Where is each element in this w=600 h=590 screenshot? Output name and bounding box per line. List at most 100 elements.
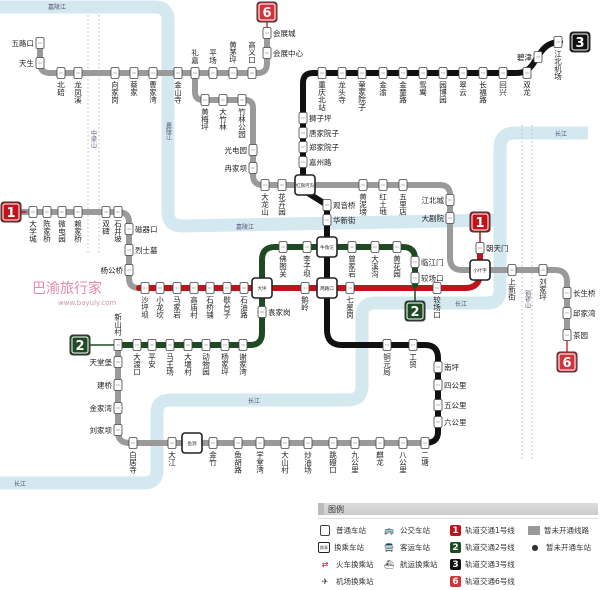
station[interactable]: 李子坝 <box>302 241 312 279</box>
station[interactable]: 大龙山 <box>260 179 270 217</box>
station[interactable]: 黄花园 <box>392 241 402 279</box>
station[interactable]: 嘉州路 <box>298 156 332 168</box>
station[interactable]: 铜元局 <box>382 339 392 377</box>
station[interactable]: 歇台子 <box>222 282 232 319</box>
line-1-badge[interactable]: 1 <box>0 201 22 223</box>
line-2-badge[interactable]: 2 <box>69 334 91 356</box>
station[interactable]: 唐家院子 <box>298 127 339 139</box>
station[interactable]: 沙坪坝 <box>140 282 150 320</box>
station[interactable]: 黄泥塝 <box>358 179 368 217</box>
station[interactable]: 微电园 <box>57 206 67 244</box>
station[interactable]: 刘家坝 <box>90 424 123 436</box>
station[interactable]: 江北机场 <box>553 36 563 82</box>
line-2-badge[interactable]: 2 <box>404 300 426 322</box>
station[interactable]: 大山村 <box>280 437 290 474</box>
interchange-station[interactable]: 鱼洞 <box>181 432 203 454</box>
station[interactable]: 碧津 <box>517 51 543 63</box>
interchange-station[interactable]: 红旗河沟 <box>294 174 316 196</box>
station[interactable]: 较场口 <box>410 272 444 284</box>
interchange-station[interactable]: 大坪 <box>251 277 273 299</box>
station[interactable]: 黄梅坪 <box>200 94 210 132</box>
station[interactable]: 上新街 <box>507 264 517 302</box>
station[interactable]: 大堰村 <box>183 339 193 376</box>
station[interactable]: 天生 <box>19 57 45 69</box>
station[interactable]: 杨家坪 <box>220 339 230 377</box>
station[interactable]: 平安 <box>147 339 157 370</box>
station[interactable]: 礼嘉 <box>190 48 200 79</box>
station[interactable]: 小龙坎 <box>155 282 165 320</box>
station[interactable]: 金家湾 <box>90 402 123 414</box>
station[interactable]: 金渝 <box>378 67 388 98</box>
station[interactable]: 邱家湾 <box>562 307 596 319</box>
station[interactable]: 长生桥 <box>562 287 596 299</box>
station[interactable]: 磁器口 <box>124 223 158 235</box>
line-1-badge[interactable]: 1 <box>469 211 491 233</box>
station[interactable]: 烈士墓 <box>124 244 158 256</box>
station[interactable]: 竹林公园 <box>237 94 247 140</box>
interchange-station[interactable]: 两路口 <box>316 277 338 299</box>
station[interactable]: 金山寺 <box>173 67 183 104</box>
station[interactable]: 江北城 <box>422 194 455 206</box>
station[interactable]: 五路口 <box>12 37 45 49</box>
station[interactable]: 黄茅坪 <box>228 40 238 79</box>
station[interactable]: 回兴 <box>498 67 508 98</box>
line-6-badge[interactable]: 6 <box>256 1 278 23</box>
station[interactable]: 五里店 <box>398 179 408 217</box>
station[interactable]: 大溪沟 <box>370 241 380 279</box>
station[interactable]: 金竹 <box>208 437 218 468</box>
station[interactable]: 大剧院 <box>422 212 455 224</box>
station[interactable]: 杨公桥 <box>101 264 134 276</box>
station[interactable]: 龙凤溪 <box>73 67 83 105</box>
station[interactable]: 曾家岩 <box>347 241 357 279</box>
station[interactable]: 高庙村 <box>189 282 199 319</box>
station[interactable]: 向家岗 <box>110 67 120 104</box>
station[interactable]: 袁家岗 <box>257 306 291 318</box>
station[interactable]: 麒龙 <box>375 437 385 468</box>
station[interactable]: 大竹林 <box>218 94 228 132</box>
station[interactable]: 冉家坝 <box>225 162 258 174</box>
station[interactable]: 动物园 <box>201 339 211 377</box>
station[interactable]: 大渡口 <box>132 339 142 376</box>
station[interactable]: 狮子坪 <box>298 112 332 124</box>
station[interactable]: 金童路 <box>398 67 408 104</box>
station[interactable]: 华新街 <box>322 214 356 226</box>
station[interactable]: 六公里 <box>433 416 467 428</box>
station[interactable]: 大江 <box>167 437 177 468</box>
station[interactable]: 花卉园 <box>277 179 287 217</box>
station[interactable]: 学堂湾 <box>255 437 265 475</box>
station[interactable]: 马王场 <box>165 339 175 377</box>
station[interactable]: 九公里 <box>350 437 360 474</box>
line-3-badge[interactable]: 3 <box>569 31 591 53</box>
station[interactable]: 临江门 <box>410 256 444 268</box>
station[interactable]: 园博园 <box>438 67 448 105</box>
station[interactable]: 郑家院子 <box>298 141 339 153</box>
station[interactable]: 石油路 <box>239 282 249 319</box>
station[interactable]: 跳磴口 <box>328 437 338 474</box>
station[interactable]: 鱼胡路 <box>233 437 243 474</box>
station[interactable]: 石井坡 <box>113 206 123 244</box>
interchange-station[interactable]: 小什字 <box>469 259 491 281</box>
station[interactable]: 翠云 <box>458 67 468 98</box>
station[interactable]: 石桥铺 <box>205 282 215 320</box>
station[interactable]: 南坪 <box>433 361 459 373</box>
station[interactable]: 光电园 <box>225 144 258 156</box>
station[interactable]: 新山村 <box>113 312 123 351</box>
station[interactable]: 建桥 <box>97 379 123 391</box>
station[interactable]: 双碑 <box>101 206 111 237</box>
station[interactable]: 白居寺 <box>128 437 138 474</box>
station[interactable]: 二塘 <box>420 437 430 468</box>
station[interactable]: 龙头寺 <box>337 67 347 104</box>
interchange-station[interactable]: 牛角沱 <box>316 236 338 258</box>
station[interactable]: 大学城 <box>28 206 38 244</box>
station[interactable]: 会展城 <box>262 27 296 39</box>
station[interactable]: 赖家桥 <box>73 206 83 244</box>
station[interactable]: 童家院子 <box>357 67 367 112</box>
station[interactable]: 较场口 <box>432 282 442 319</box>
station[interactable]: 朝天门 <box>475 242 509 254</box>
station[interactable]: 鹅岭 <box>300 282 310 313</box>
station[interactable]: 高义口 <box>247 40 257 79</box>
station[interactable]: 双龙 <box>522 67 532 98</box>
station[interactable]: 茶园 <box>562 329 588 341</box>
station[interactable]: 五公里 <box>433 399 467 411</box>
station[interactable]: 重庆北站 <box>317 67 327 113</box>
